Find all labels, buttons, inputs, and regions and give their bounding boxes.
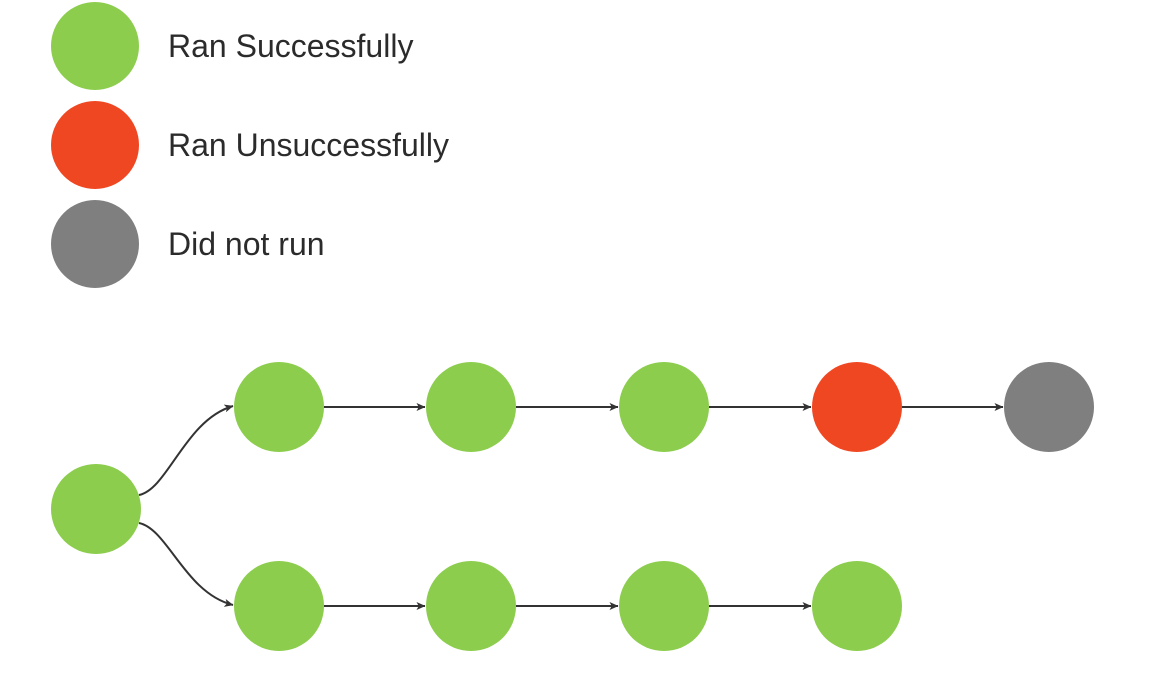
edge-arrow-root-to-top-1	[138, 404, 234, 496]
edges-layer	[138, 403, 1004, 610]
pipeline-node-top-1	[234, 362, 324, 452]
legend-item-not-run: Did not run	[51, 200, 449, 288]
legend-item-success: Ran Successfully	[51, 2, 449, 90]
pipeline-node-top-5	[1004, 362, 1094, 452]
edge-arrow-root-to-bottom-1	[138, 522, 234, 607]
success-status-circle-icon	[51, 2, 139, 90]
legend-item-failure: Ran Unsuccessfully	[51, 101, 449, 189]
pipeline-node-bottom-4	[812, 561, 902, 651]
pipeline-node-top-3	[619, 362, 709, 452]
pipeline-node-bottom-1	[234, 561, 324, 651]
pipeline-node-bottom-3	[619, 561, 709, 651]
pipeline-node-top-4	[812, 362, 902, 452]
legend-label-failure: Ran Unsuccessfully	[168, 127, 449, 163]
legend-label-not-run: Did not run	[168, 226, 325, 262]
failure-status-circle-icon	[51, 101, 139, 189]
legend-label-success: Ran Successfully	[168, 28, 414, 64]
not-run-status-circle-icon	[51, 200, 139, 288]
nodes-layer	[51, 362, 1094, 651]
pipeline-node-root	[51, 464, 141, 554]
pipeline-node-top-2	[426, 362, 516, 452]
legend: Ran Successfully Ran Unsuccessfully Did …	[51, 2, 449, 288]
pipeline-node-bottom-2	[426, 561, 516, 651]
